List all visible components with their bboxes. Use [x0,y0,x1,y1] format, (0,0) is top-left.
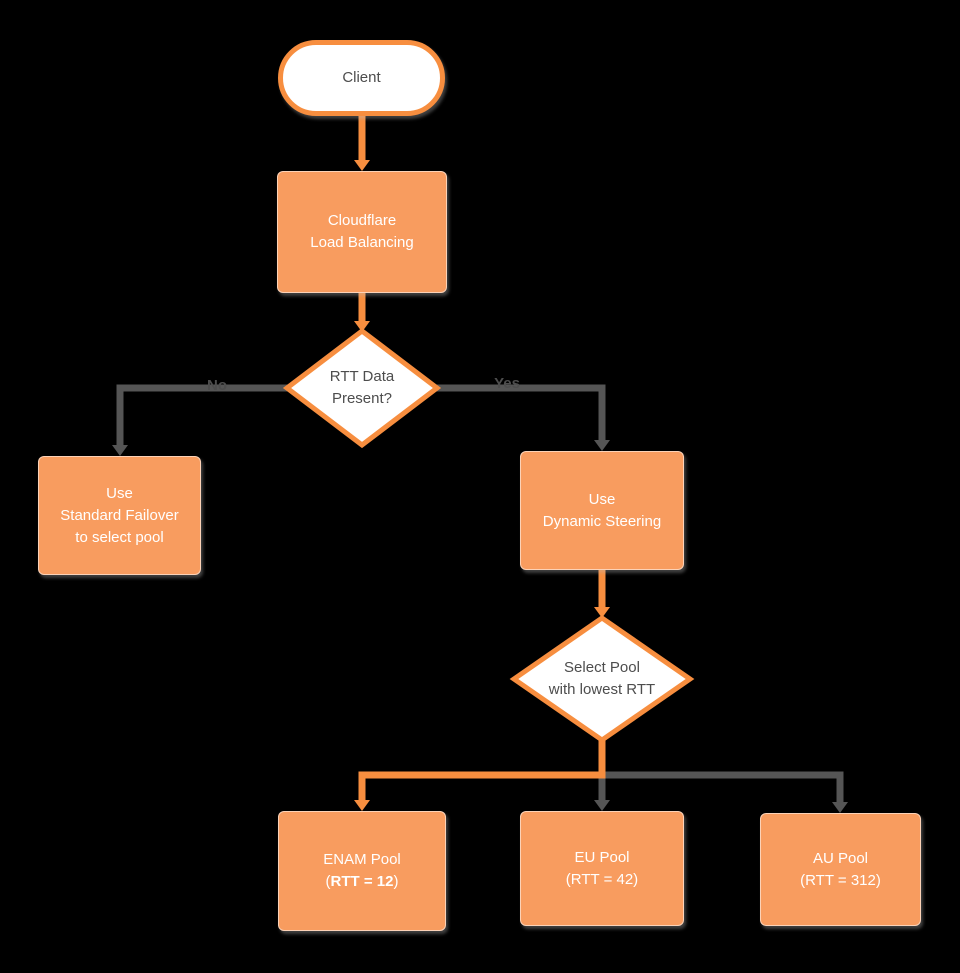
au-pool-node: AU Pool (RTT = 312) [760,813,921,926]
load-balancing-line2: Load Balancing [310,234,414,251]
edge-label-yes: Yes [494,375,520,392]
dynamic-steering-node: Use Dynamic Steering [520,451,684,570]
dynamic-steering-line2: Dynamic Steering [542,512,662,530]
au-pool-line1: AU Pool [812,849,869,867]
edge-select-pool-to-enam [358,739,606,800]
eu-pool-line2: (RTT = 42) [565,870,639,888]
au-pool-line2: (RTT = 312) [800,871,881,889]
standard-failover-node: Use Standard Failover to select pool [38,456,201,575]
enam-pool-line2: (RTT = 12) [326,871,399,893]
enam-pool-rtt-suffix: ) [393,873,399,890]
select-pool-diamond-shape [509,614,695,744]
arrowhead-select-pool-icon [594,607,610,618]
standard-failover-line3: to select pool [75,528,164,546]
client-node: Client [278,40,445,116]
enam-pool-rtt-prefix: ( [325,873,331,890]
arrowhead-eu-pool-icon [594,800,610,811]
dynamic-steering-line1: Use [588,490,616,508]
edge-select-pool-to-au [602,771,844,802]
enam-pool-node: ENAM Pool (RTT = 12) [278,811,446,931]
edge-rtt-decision-no [116,384,289,445]
arrowhead-rtt-decision-icon [354,321,370,332]
arrowhead-enam-pool-icon [354,800,370,811]
select-pool-line1: Select Pool [564,659,640,676]
client-label: Client [342,69,381,86]
standard-failover-line2: Standard Failover [60,506,179,524]
edge-label-no: No [207,377,227,394]
load-balancing-line1: Cloudflare [327,212,397,229]
load-balancing-node: Cloudflare Load Balancing [277,171,447,293]
eu-pool-node: EU Pool (RTT = 42) [520,811,684,926]
enam-pool-rtt-value: RTT = 12 [330,873,394,890]
select-pool-line2: with lowest RTT [548,681,656,698]
eu-pool-line1: EU Pool [574,848,630,866]
standard-failover-line1: Use [106,484,133,502]
rtt-decision-line1: RTT Data [329,368,395,385]
rtt-decision-line2: Present? [331,390,393,407]
arrowhead-load-balancing-icon [354,160,370,171]
rtt-decision-label: RTT Data Present? [292,366,432,410]
arrowhead-au-pool-icon [832,802,848,813]
select-pool-label: Select Pool with lowest RTT [512,657,692,701]
enam-pool-line1: ENAM Pool [323,851,401,868]
rtt-decision-diamond-shape [282,327,442,449]
arrowhead-dynamic-steering-icon [594,440,610,451]
arrowhead-standard-failover-icon [112,445,128,456]
edge-rtt-decision-yes [435,384,606,440]
